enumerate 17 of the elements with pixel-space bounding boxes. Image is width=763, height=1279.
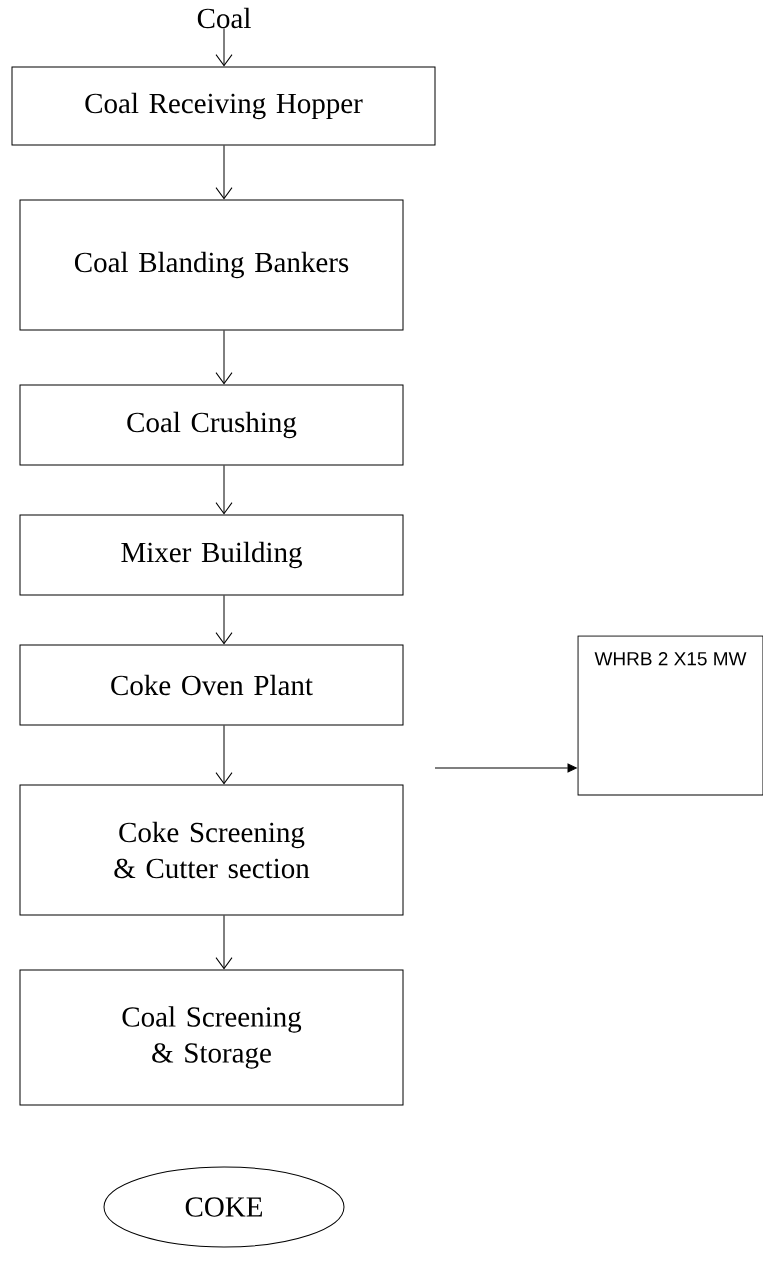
input-label: Coal [197,7,251,29]
process-box: WHRB 2 X15 MW [577,635,763,796]
arrow [215,915,233,970]
arrow [215,27,233,67]
process-box: Coke Oven Plant [19,644,404,726]
arrow [434,763,577,773]
process-box: Coal Screening & Storage [19,969,404,1106]
process-box: Coal Crushing [19,384,404,466]
process-box: Mixer Building [19,514,404,596]
arrow [215,725,233,785]
arrow [215,595,233,645]
process-box: Coke Screening & Cutter section [19,784,404,916]
arrow [215,145,233,200]
process-box: Coal Receiving Hopper [11,66,436,146]
arrow [215,330,233,385]
process-box: Coal Blanding Bankers [19,199,404,331]
arrow [215,465,233,515]
